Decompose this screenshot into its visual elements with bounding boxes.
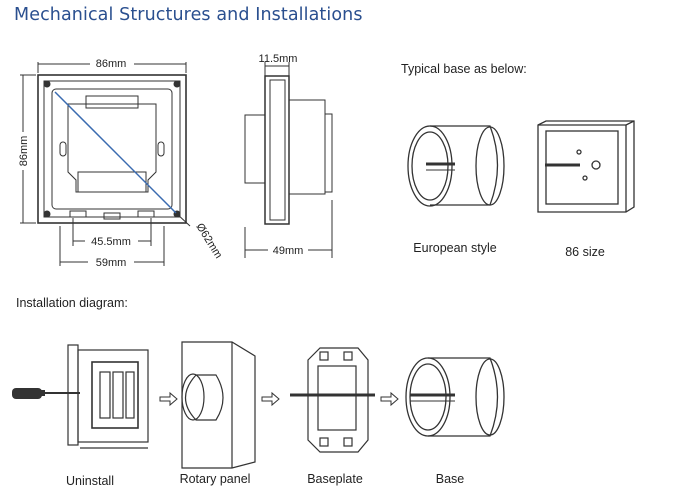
typical-base-heading: Typical base as below: <box>401 62 527 76</box>
step-baseplate-label: Baseplate <box>307 472 363 486</box>
european-base <box>407 125 505 207</box>
installation-diagram-heading: Installation diagram: <box>16 296 128 310</box>
diameter-line <box>54 91 177 214</box>
arrow-1 <box>159 391 178 407</box>
diameter-dimension: Ø62mm <box>193 221 224 261</box>
step-base-label: Base <box>435 472 465 486</box>
european-style-label: European style <box>413 241 497 255</box>
base-illustration <box>405 357 505 437</box>
side-view-panel <box>244 62 333 258</box>
inner-width-dimension: 45.5mm <box>91 236 131 248</box>
step-rotary-panel-label: Rotary panel <box>179 472 251 486</box>
width-dimension: 86mm <box>96 58 127 70</box>
box-86-base <box>537 120 635 213</box>
baseplate-illustration <box>290 347 375 453</box>
height-dimension: 86mm <box>18 136 30 167</box>
page-title: Mechanical Structures and Installations <box>14 5 363 25</box>
size-86-label: 86 size <box>565 245 605 259</box>
bottom-width-dimension: 59mm <box>96 257 127 269</box>
step-uninstall-label: Uninstall <box>66 474 114 488</box>
screwdriver-handle <box>12 388 42 399</box>
depth-top-dimension: 11.5mm <box>259 53 298 65</box>
rotary-panel-illustration <box>181 341 256 469</box>
depth-total-dimension: 49mm <box>273 245 304 257</box>
arrow-2 <box>261 391 280 407</box>
arrow-3 <box>380 391 399 407</box>
front-view-panel <box>37 62 187 224</box>
